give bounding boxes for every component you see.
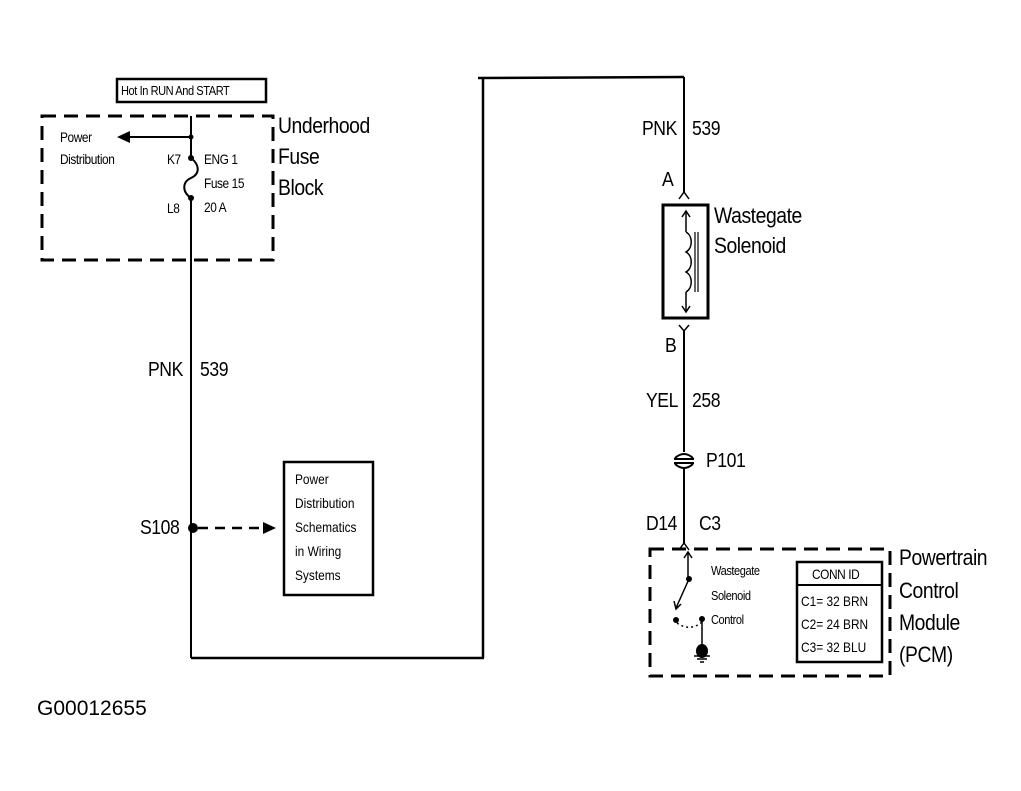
solenoid-name-line-1: Wastegate	[714, 203, 802, 228]
splice-reference-line-2: Distribution	[295, 495, 355, 511]
fuse-line-3: 20 A	[204, 199, 227, 215]
pcm-pin-label: D14	[646, 513, 677, 535]
pcm-name-line-2: Control	[899, 578, 959, 603]
reference-box	[282, 460, 375, 597]
switch-dotted-link	[676, 621, 703, 628]
switch-arrow-top	[683, 550, 693, 559]
splice-reference-line-4: in Wiring	[295, 543, 342, 559]
conn-id-row-3: C3= 32 BLU	[801, 639, 867, 655]
fuse-block-boundary	[40, 114, 275, 262]
power-source-label: Hot In RUN And START	[121, 83, 230, 98]
fuse-line-1: ENG 1	[204, 151, 238, 167]
pcm-name-line-1: Powertrain	[899, 545, 988, 570]
splice-reference-line-5: Systems	[295, 567, 341, 583]
pcm-name-line-4: (PCM)	[899, 642, 953, 667]
switch-blade	[675, 578, 690, 609]
right-mid-wire-color: YEL	[646, 390, 678, 412]
power-distribution-line-2: Distribution	[60, 151, 115, 167]
right-mid-wire-circuit: 258	[692, 390, 721, 412]
solenoid-box	[661, 203, 710, 320]
fuse-block-name-line-2: Fuse	[278, 144, 320, 169]
pcm-name-line-3: Module	[899, 610, 960, 635]
conn-id-table	[795, 560, 884, 664]
splice-reference-line-3: Schematics	[295, 519, 357, 535]
power-distribution-arrowhead	[117, 131, 130, 143]
power-distribution-line-1: Power	[60, 129, 92, 145]
coil-arrow-bottom	[681, 305, 691, 314]
pcm-connector-label: C3	[699, 513, 721, 535]
splice-s108-dot	[188, 523, 198, 533]
ground-node	[696, 644, 708, 658]
pin-b-connector	[678, 324, 690, 333]
fuse-line-2: Fuse 15	[204, 175, 245, 191]
diagram-id: G00012655	[37, 697, 147, 720]
splice-reference-line-1: Power	[295, 471, 329, 487]
left-wire-circuit: 539	[200, 359, 229, 381]
pcm-control-line-2: Solenoid	[711, 588, 751, 603]
top-wire	[477, 75, 685, 80]
fuse-block-name-line-1: Underhood	[278, 113, 370, 138]
p101-connector-symbol	[674, 453, 694, 469]
pcm-control-line-3: Control	[711, 612, 744, 627]
pcm-control-line-1: Wastegate	[711, 563, 760, 578]
solenoid-name-line-2: Solenoid	[714, 233, 786, 258]
coil-arrow-top	[681, 209, 691, 218]
left-wire-color: PNK	[148, 359, 183, 381]
switch-contact-left	[673, 617, 679, 623]
fuse-block-name-line-3: Block	[278, 175, 324, 200]
pcm-boundary	[648, 547, 892, 678]
power-source-box	[115, 77, 268, 104]
terminal-k7-label: K7	[167, 151, 181, 167]
switch-arrow-bottom	[673, 600, 682, 611]
conn-id-row-1: C1= 32 BRN	[801, 593, 869, 609]
conn-id-header: CONN ID	[812, 566, 860, 582]
solenoid-pin-b: B	[665, 335, 677, 357]
splice-reference-arrowhead	[263, 522, 276, 534]
fuse-symbol	[183, 157, 199, 199]
solenoid-coil	[684, 231, 692, 293]
solenoid-pin-a: A	[662, 169, 674, 191]
fuse-junction-dot	[188, 134, 194, 140]
right-top-wire-circuit: 539	[692, 118, 721, 140]
splice-id: S108	[140, 517, 180, 539]
pin-a-connector	[678, 190, 690, 200]
inline-connector-id: P101	[706, 450, 746, 472]
conn-id-row-2: C2= 24 BRN	[801, 616, 869, 632]
right-top-wire-color: PNK	[642, 118, 677, 140]
terminal-l8-label: L8	[167, 200, 180, 216]
splice-reference-text: Power Distribution Schematics in Wiring …	[295, 467, 357, 587]
